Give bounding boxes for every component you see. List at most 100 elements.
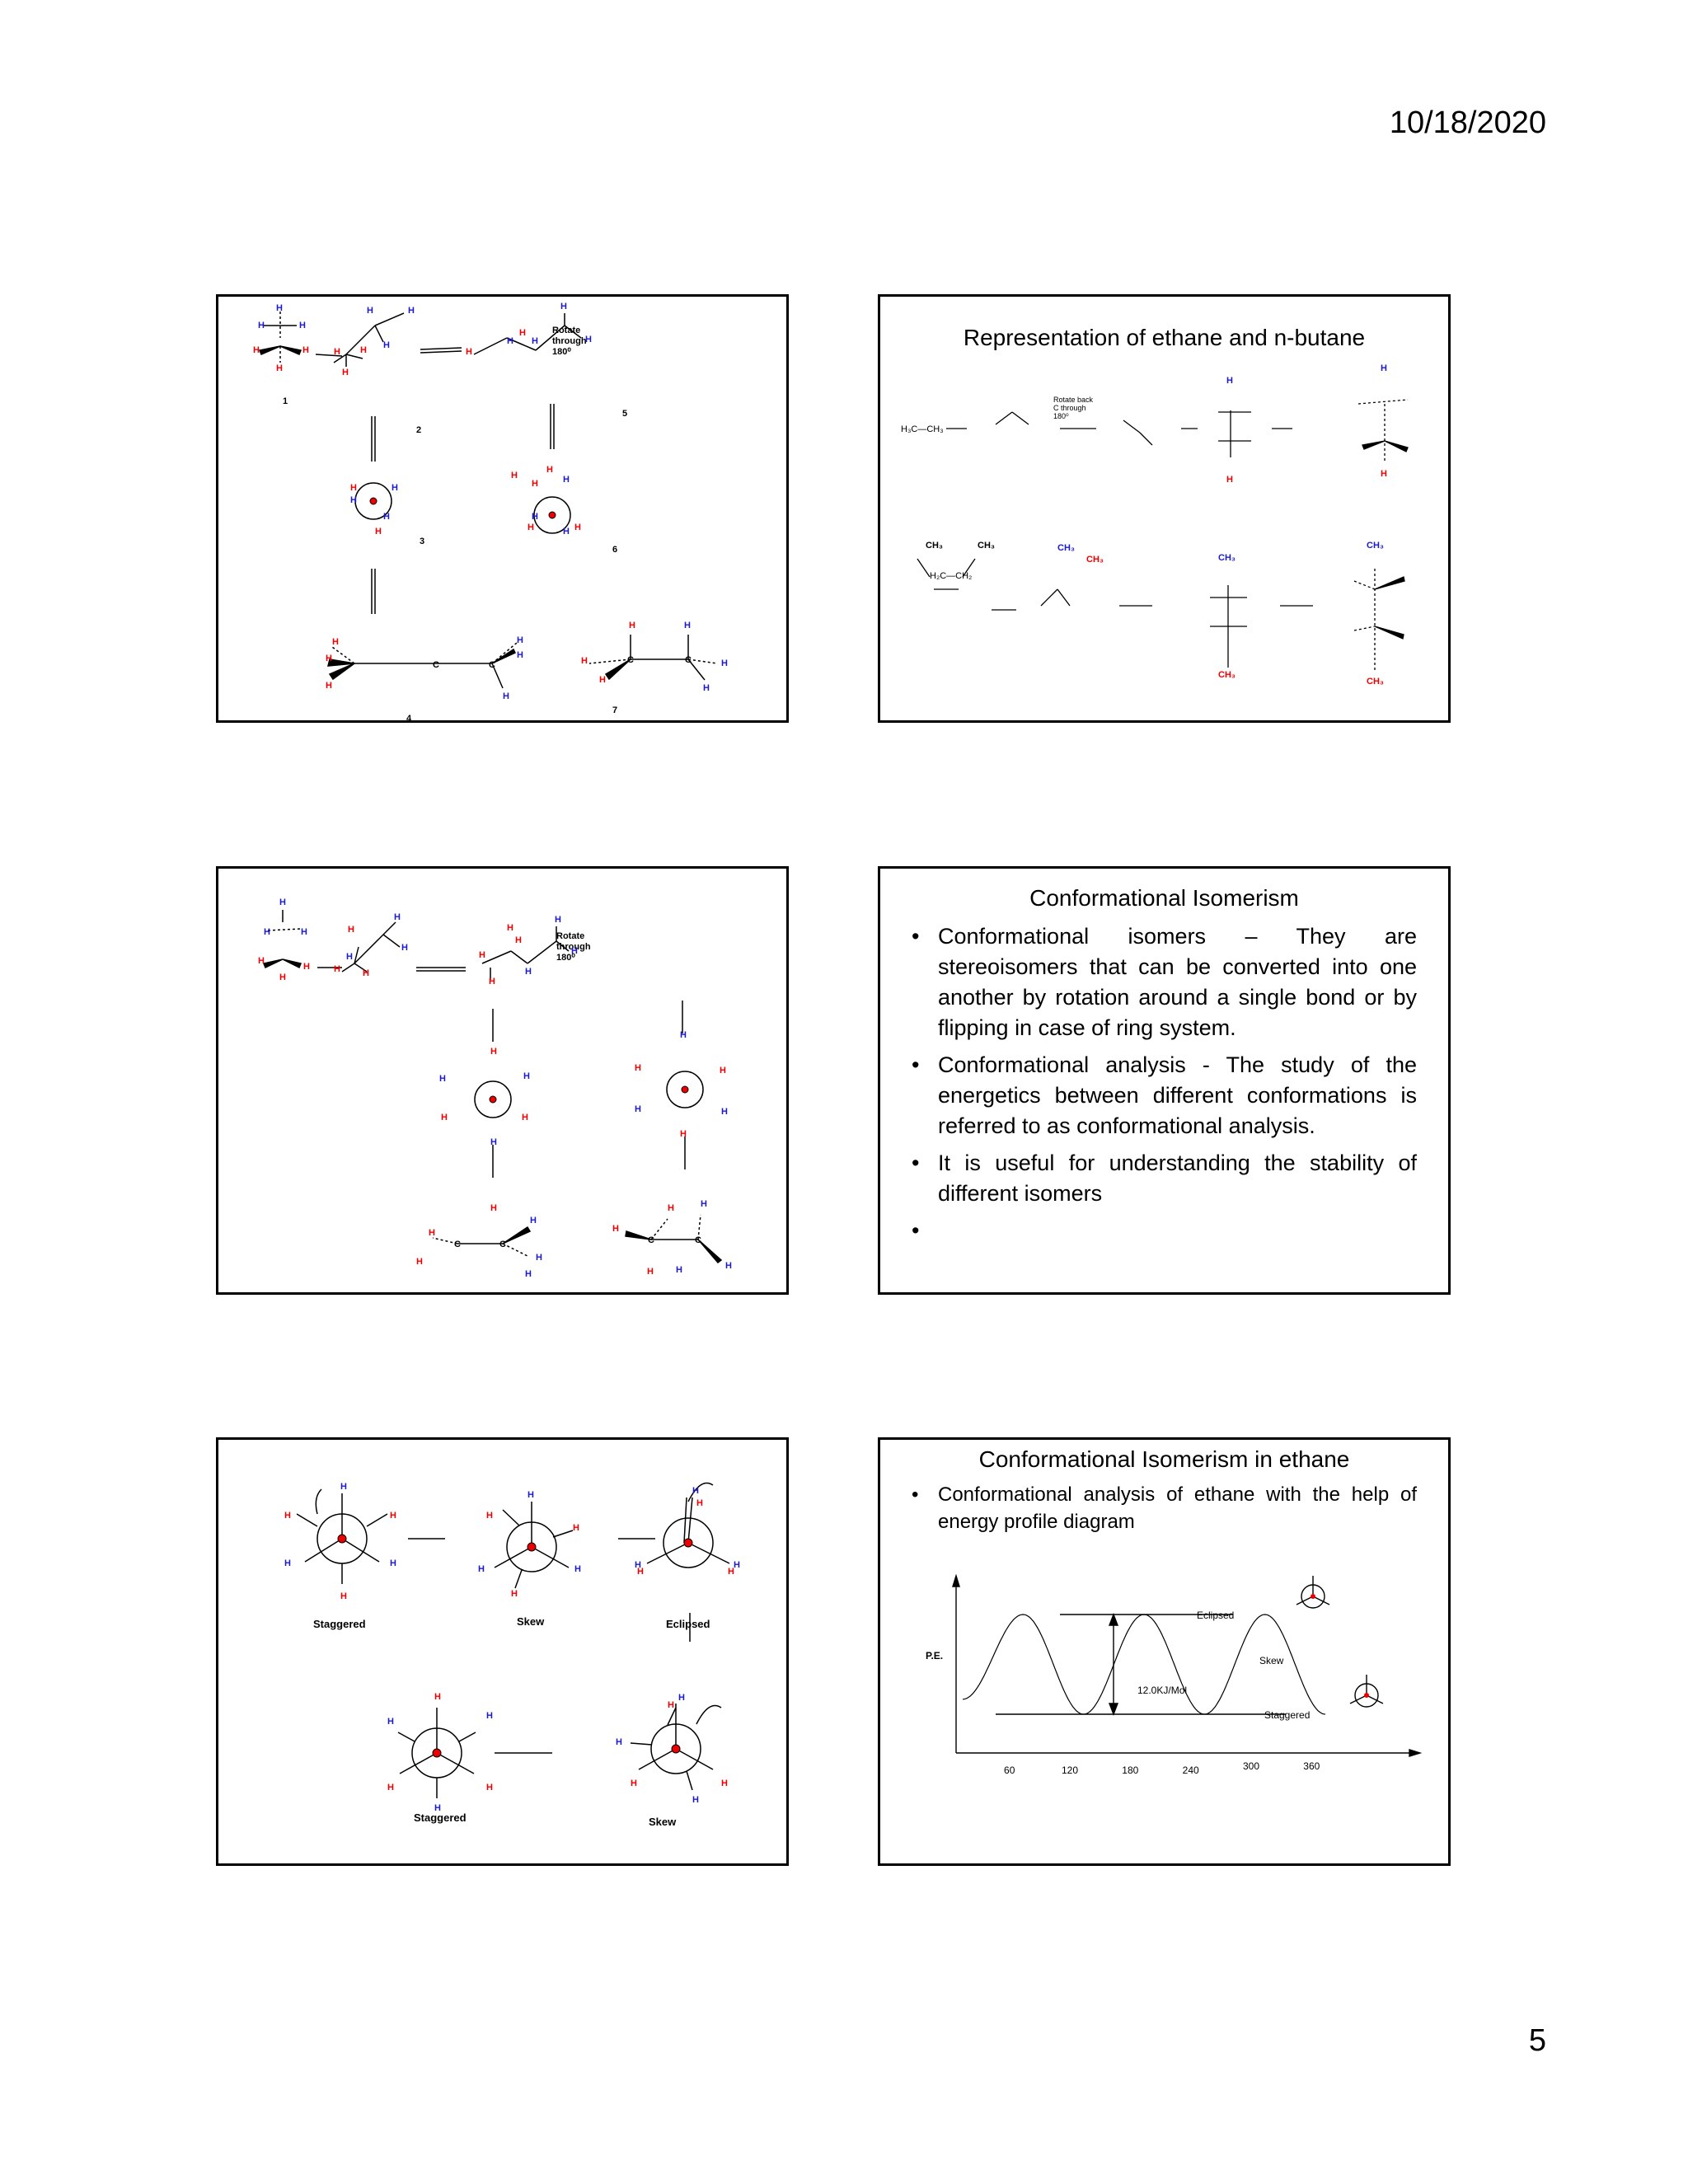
svg-text:H₃C—CH₃: H₃C—CH₃	[901, 424, 944, 434]
hydrogen-atom-label: H	[401, 943, 408, 953]
hydrogen-atom-label: H	[574, 523, 581, 532]
staggered-label: Staggered	[313, 1618, 366, 1630]
bullet-item: It is useful for understanding the stabi…	[912, 1148, 1417, 1209]
hydrogen-atom-label: H	[692, 1795, 699, 1805]
hydrogen-atom-label: H	[383, 512, 390, 522]
hydrogen-atom-label: H	[326, 654, 332, 663]
skew-label: Skew	[517, 1615, 545, 1628]
svg-text:C: C	[499, 1240, 506, 1249]
svg-text:H: H	[1381, 363, 1387, 373]
svg-text:Rotate: Rotate	[556, 931, 584, 941]
hydrogen-atom-label: H	[532, 336, 538, 346]
svg-text:180⁰: 180⁰	[1053, 412, 1069, 420]
svg-text:C: C	[648, 1235, 654, 1245]
bullet-item: Conformational isomers – They are stereo…	[912, 921, 1417, 1043]
svg-text:CH₃: CH₃	[1367, 677, 1384, 687]
hydrogen-atom-label: H	[490, 1203, 497, 1213]
hydrogen-atom-label: H	[360, 345, 367, 355]
slide-ethane-butane-representation: Representation of ethane and n-butane	[878, 294, 1451, 723]
slide-title: Representation of ethane and n-butane	[963, 325, 1366, 350]
hydrogen-atom-label: H	[668, 1203, 674, 1213]
svg-text:through: through	[556, 942, 591, 952]
svg-text:C: C	[627, 655, 634, 665]
x-tick-label: 240	[1183, 1765, 1199, 1776]
eclipsed-label: Eclipsed	[666, 1618, 710, 1630]
hydrogen-atom-label: H	[276, 363, 283, 373]
hydrogen-atom-label: H	[489, 977, 495, 987]
hydrogen-atom-label: H	[346, 952, 353, 962]
hydrogen-atom-label: H	[517, 635, 523, 645]
staggered-label: Staggered	[414, 1811, 467, 1824]
hydrogen-atom-label: H	[392, 483, 398, 493]
hydrogen-atom-label: H	[519, 328, 526, 338]
hydrogen-atom-label: H	[668, 1700, 674, 1710]
hydrogen-atom-label: H	[326, 681, 332, 691]
bullet-item: Conformational analysis - The study of t…	[912, 1050, 1417, 1141]
hydrogen-atom-label: H	[478, 1564, 485, 1574]
hydrogen-atom-label: H	[532, 512, 538, 522]
svg-text:H: H	[1381, 469, 1387, 479]
hydrogen-atom-label: H	[635, 1560, 641, 1570]
skew-label: Skew	[649, 1816, 677, 1828]
hydrogen-atom-label: H	[383, 340, 390, 350]
svg-text:3: 3	[420, 537, 424, 546]
hydrogen-atom-label: H	[350, 495, 357, 505]
hydrogen-atom-label: H	[637, 1567, 644, 1577]
hydrogen-atom-label: H	[434, 1692, 441, 1702]
slide-title: Conformational Isomerism	[1029, 885, 1299, 911]
hydrogen-atom-label: H	[387, 1717, 394, 1727]
page-date: 10/18/2020	[1389, 105, 1546, 140]
hydrogen-atom-label: H	[560, 302, 567, 312]
svg-text:CH₃: CH₃	[926, 541, 943, 551]
hydrogen-atom-label: H	[334, 964, 340, 974]
slide-conformational-isomerism: Conformational Isomerism Conformational …	[878, 866, 1451, 1295]
hydrogen-atom-label: H	[490, 1137, 497, 1147]
hydrogen-atom-label: H	[515, 935, 522, 945]
hydrogen-atom-label: H	[721, 658, 728, 668]
slide-ethane-rotation: H 1 2 3 4 5 6 7 Rotate through 180⁰ C C …	[216, 294, 789, 724]
hydrogen-atom-label: H	[258, 956, 265, 966]
hydrogen-atom-label: H	[394, 912, 401, 922]
svg-text:CH₃: CH₃	[1218, 670, 1236, 680]
hydrogen-atom-label: H	[721, 1779, 728, 1788]
hydrogen-atom-label: H	[284, 1511, 291, 1521]
hydrogen-atom-label: H	[703, 683, 710, 693]
svg-text:C: C	[695, 1235, 701, 1245]
hydrogen-atom-label: H	[571, 946, 578, 956]
svg-text:CH₃: CH₃	[978, 541, 995, 551]
svg-text:Skew: Skew	[1259, 1655, 1284, 1666]
hydrogen-atom-label: H	[647, 1267, 654, 1277]
hydrogen-atom-label: H	[684, 621, 691, 630]
svg-text:through: through	[552, 336, 587, 346]
hydrogen-atom-label: H	[511, 1589, 518, 1599]
hydrogen-atom-label: H	[635, 1104, 641, 1114]
hydrogen-atom-label: H	[390, 1511, 396, 1521]
hydrogen-atom-label: H	[581, 656, 588, 666]
hydrogen-atom-label: H	[350, 483, 357, 493]
hydrogen-atom-label: H	[532, 479, 538, 489]
hydrogen-atom-label: H	[574, 1564, 581, 1574]
hydrogen-atom-label: H	[680, 1129, 687, 1139]
page-number: 5	[1528, 2023, 1546, 2058]
hydrogen-atom-label: H	[585, 335, 592, 344]
svg-text:CH₃: CH₃	[1057, 543, 1075, 553]
slide-title: Conformational Isomerism in ethane	[978, 1446, 1350, 1472]
hydrogen-atom-label: H	[525, 967, 532, 977]
ethane-butane-diagram: H₃C—CH₃ Rotate back C through 180⁰ H₂C—C…	[901, 363, 1409, 687]
svg-text:Rotate back: Rotate back	[1053, 396, 1094, 404]
hydrogen-atom-label: H	[616, 1737, 622, 1747]
svg-text:Rotate: Rotate	[552, 326, 580, 335]
hydrogen-atom-label: H	[517, 650, 523, 660]
hydrogen-atom-label: H	[486, 1783, 493, 1793]
bullet-item: Conformational analysis of ethane with t…	[912, 1481, 1417, 1535]
hydrogen-atom-label: H	[523, 1071, 530, 1081]
svg-text:C: C	[685, 655, 692, 665]
hydrogen-atom-label: H	[734, 1560, 740, 1570]
svg-text:H: H	[279, 898, 286, 907]
svg-text:6: 6	[612, 545, 617, 555]
hydrogen-atom-label: H	[720, 1066, 726, 1076]
hydrogen-atom-label: H	[507, 923, 513, 933]
hydrogen-atom-label: H	[466, 347, 472, 357]
hydrogen-atom-label: H	[348, 925, 354, 935]
hydrogen-atom-label: H	[635, 1063, 641, 1073]
